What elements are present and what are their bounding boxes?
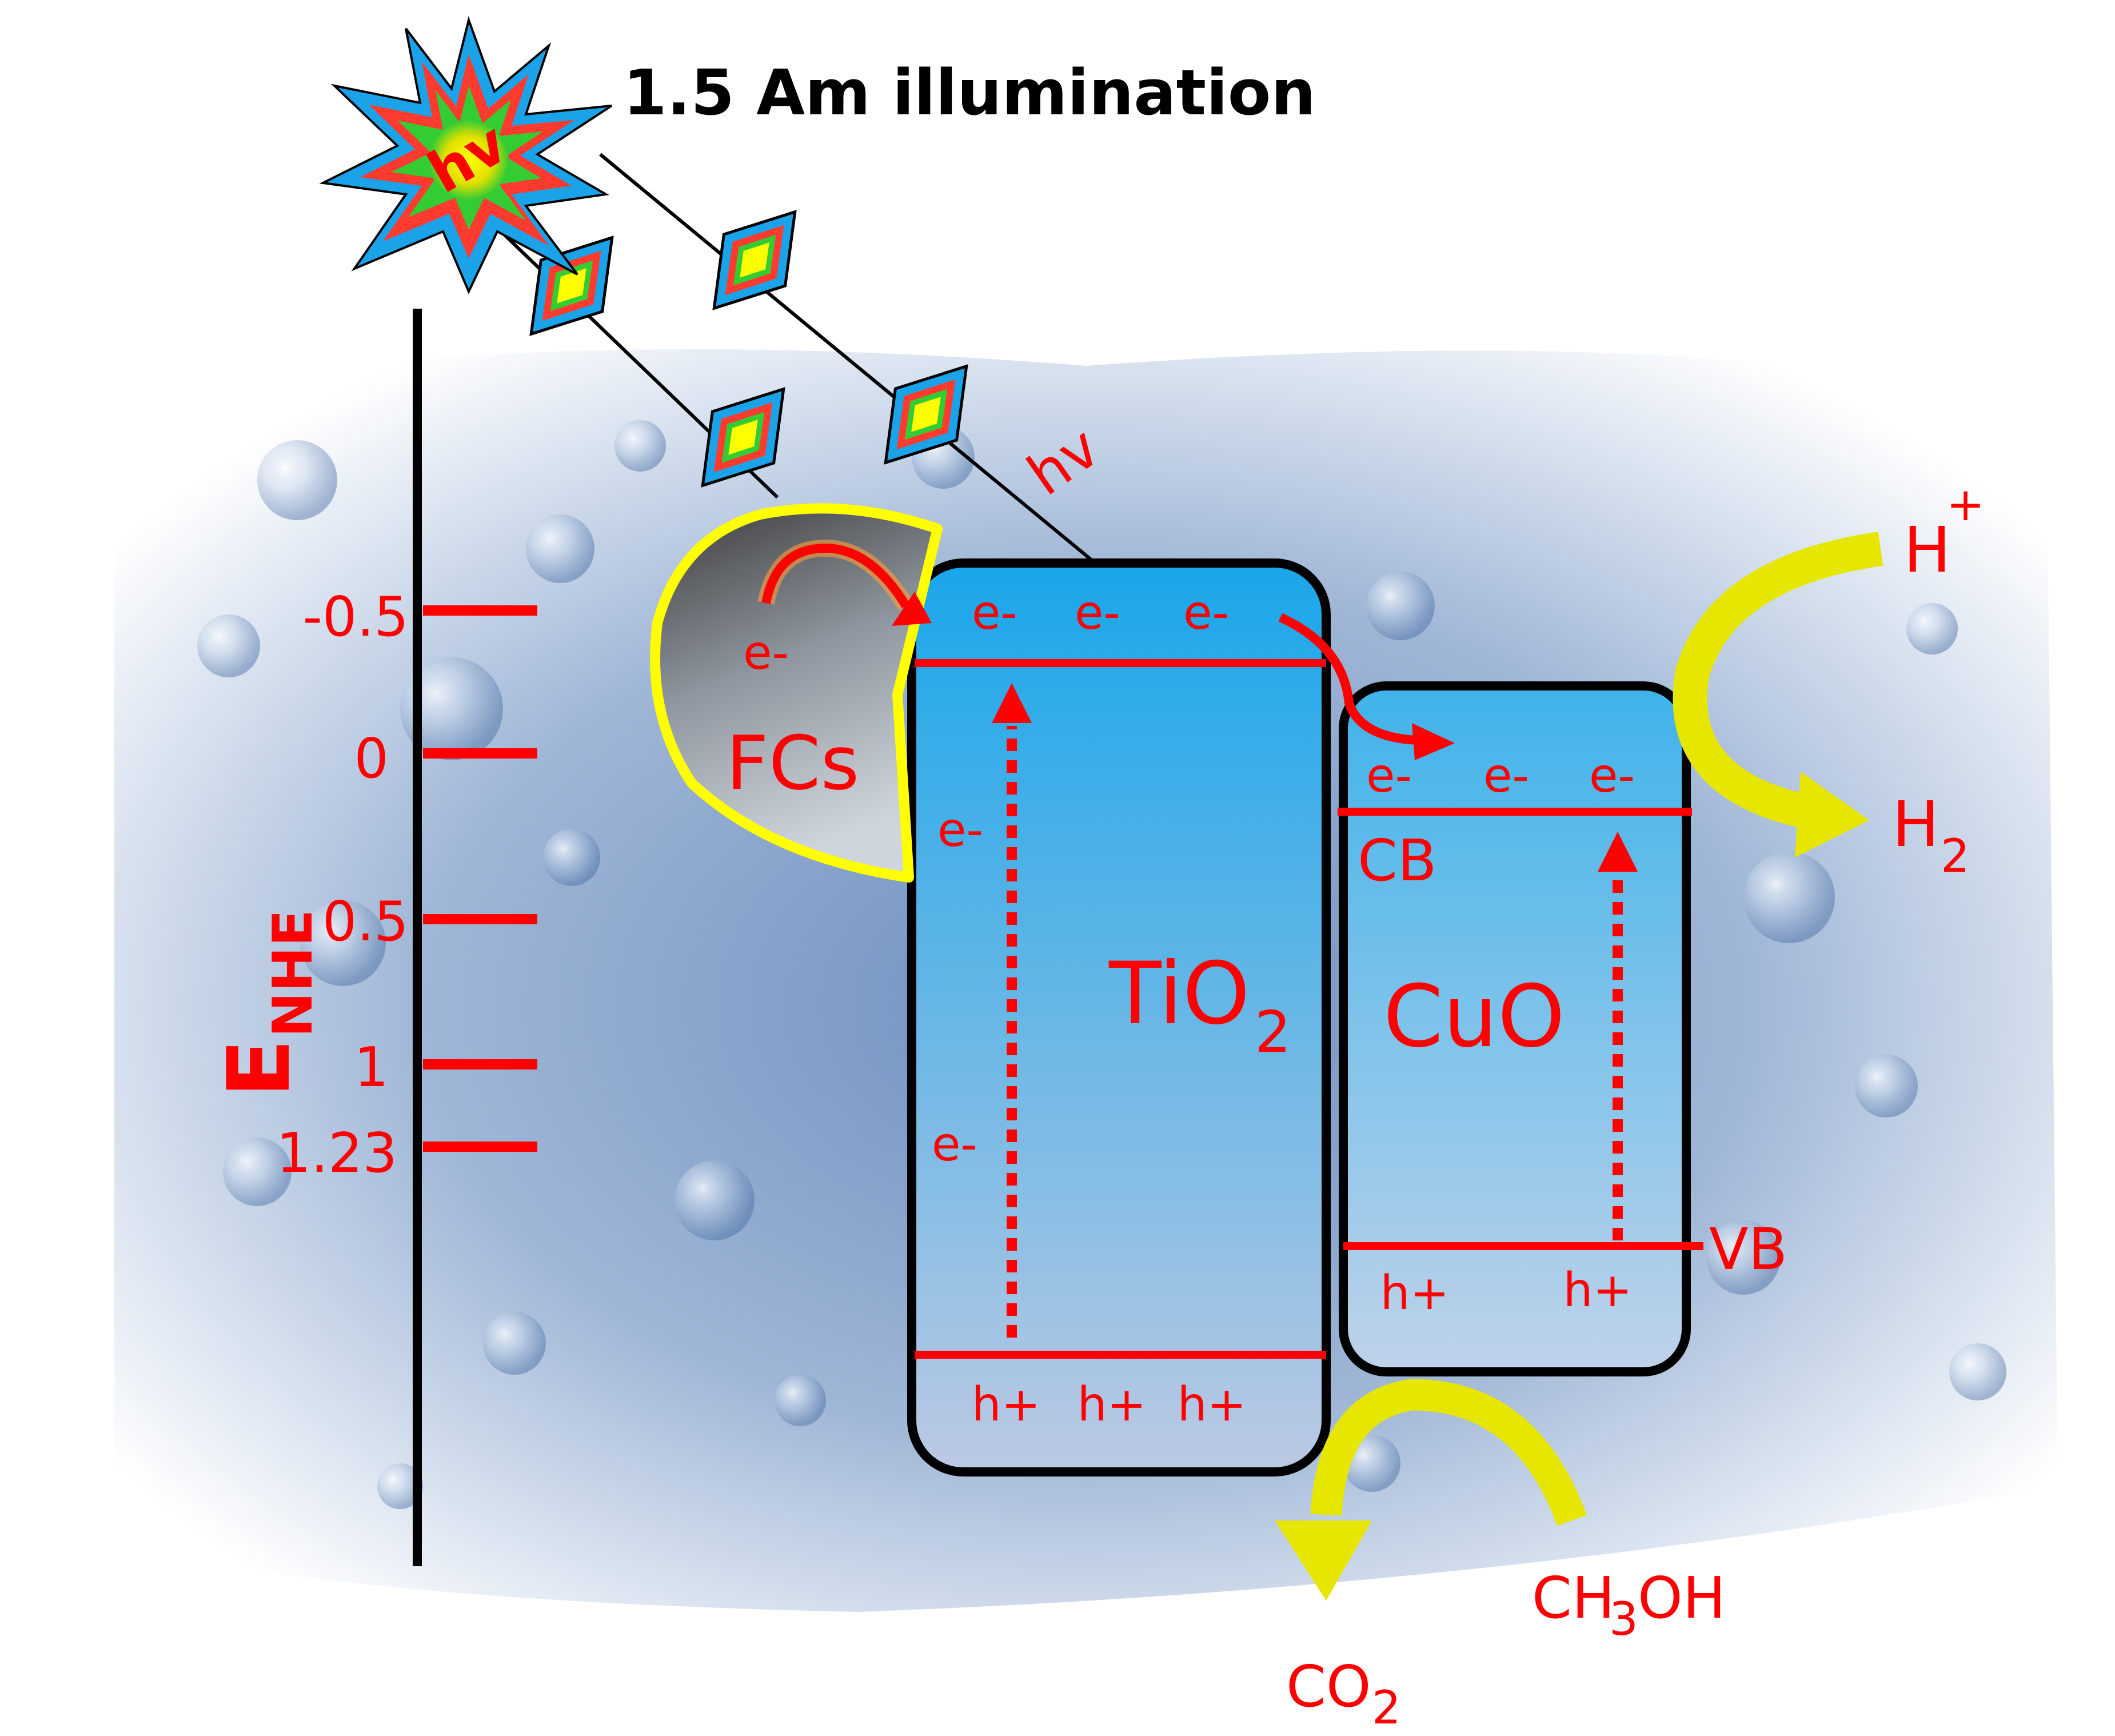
ch3oh-label: CH [1532, 1565, 1615, 1631]
co2-label: CO [1286, 1653, 1371, 1720]
bubbles [197, 420, 2006, 1509]
energy-axis: -0.5 0 0.5 1 1.23 E NHE [210, 309, 537, 1566]
tio2-label-sub: 2 [1255, 999, 1291, 1065]
axis-tick-label: 0.5 [322, 891, 409, 953]
tio2-vb-hole: h+ [1178, 1378, 1247, 1432]
fcs-particle: e- FCs [650, 503, 943, 883]
sun-burst-icon: hv [319, 16, 613, 294]
h2-sub: 2 [1941, 829, 1970, 883]
tio2-vb-hole: h+ [972, 1378, 1041, 1432]
tio2-side-electron: e- [937, 803, 983, 857]
cuo-cb-electron: e- [1589, 749, 1635, 803]
axis-title-sub: NHE [262, 909, 325, 1037]
cuo-cb-electron: e- [1483, 749, 1529, 803]
axis-tick-label: 1 [354, 1036, 389, 1099]
photon-icon [884, 364, 968, 465]
tio2-block: e- e- e- h+ h+ h+ e- e- TiO 2 [907, 558, 1331, 1476]
tio2-label-main: TiO [1108, 944, 1250, 1044]
cuo-cb-label: CB [1358, 827, 1436, 894]
axis-tick-label: 0 [354, 728, 389, 791]
methanol-oxidation-arrow: CH 3 OH CO 2 [1275, 1379, 1726, 1734]
ch3oh-label-end: OH [1638, 1565, 1726, 1631]
axis-title: E NHE [210, 909, 325, 1098]
fcs-electron: e- [743, 626, 789, 680]
tio2-to-cuo-arrow [1278, 613, 1418, 745]
tio2-cb-electron: e- [1075, 586, 1120, 640]
axis-title-main: E [210, 1039, 309, 1098]
h2-label: H [1892, 788, 1940, 861]
axis-tick-label: 1.23 [276, 1122, 397, 1185]
tio2-side-electron: e- [932, 1118, 977, 1172]
axis-tick-label: -0.5 [303, 586, 409, 649]
cuo-vb-hole: h+ [1563, 1263, 1633, 1318]
cuo-block: e- e- e- CB VB h+ h+ CuO [1338, 681, 1787, 1376]
cuo-cb-electron: e- [1366, 749, 1412, 803]
ch3oh-sub: 3 [1609, 1593, 1638, 1646]
cuo-vb-hole: h+ [1380, 1266, 1450, 1320]
h-plus-label: H [1904, 513, 1951, 586]
tio2-cb-electron: e- [972, 586, 1017, 640]
co2-sub: 2 [1372, 1681, 1401, 1733]
photon-icon [712, 210, 797, 310]
h-plus-sup: + [1946, 478, 1985, 531]
tio2-vb-hole: h+ [1078, 1378, 1147, 1432]
tio2-cb-electron: e- [1183, 586, 1229, 640]
hydrogen-evolution-arrow: H + H 2 [1673, 478, 1985, 883]
fcs-transfer-arrow [761, 544, 910, 609]
photon-icon [701, 387, 785, 488]
cuo-label: CuO [1383, 967, 1565, 1067]
fcs-label: FCs [726, 720, 859, 807]
illumination-title: 1.5 Am illumination [623, 56, 1316, 129]
photon-diamonds [529, 210, 968, 488]
cuo-vb-label: VB [1709, 1216, 1787, 1283]
